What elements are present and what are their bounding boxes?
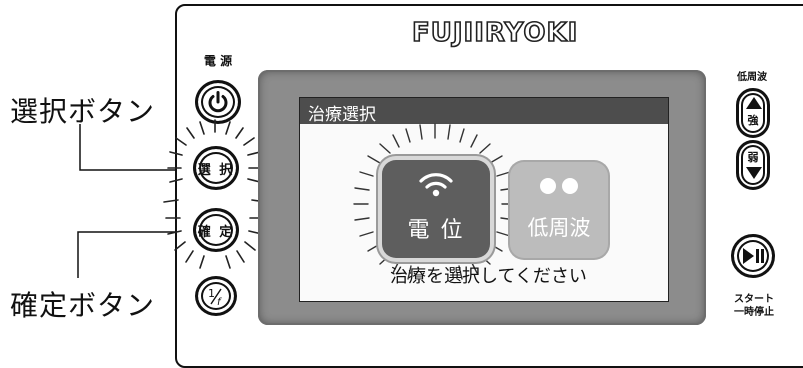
wifi-icon (419, 173, 453, 197)
tile-low-frequency-label: 低周波 (527, 216, 591, 240)
power-label: 電 源 (203, 54, 233, 68)
power-icon (208, 91, 228, 113)
callout-lines (77, 124, 194, 278)
strong-button[interactable]: 強 (736, 88, 770, 138)
select-button-callout: 選択ボタン (10, 95, 156, 128)
screen-message: 治療を選択してください (390, 266, 587, 287)
select-button-label: 選 択 (197, 162, 235, 178)
strong-label: 強 (747, 114, 759, 127)
svg-text:1: 1 (208, 287, 215, 300)
play-pause-icon (743, 248, 764, 264)
power-button[interactable] (195, 80, 241, 124)
up-arrow-icon (746, 97, 762, 109)
screen-header: 治療選択 (300, 98, 668, 125)
down-arrow-icon (746, 167, 762, 179)
screen-title: 治療選択 (308, 105, 376, 125)
tile-potential-label: 電 位 (407, 218, 465, 243)
start-stop-button[interactable] (731, 234, 775, 278)
tile-potential[interactable]: 電 位 (382, 160, 490, 258)
tile-low-frequency[interactable]: 低周波 (510, 162, 608, 258)
low-frequency-label: 低周波 (737, 72, 767, 83)
start-label-line1: スタート (734, 294, 774, 305)
start-label-line2: 一時停止 (734, 307, 774, 318)
weak-button[interactable]: 弱 (736, 140, 770, 190)
weak-label: 弱 (747, 151, 759, 164)
fluctuation-button[interactable]: 1 f (195, 276, 237, 316)
confirm-button-callout: 確定ボタン (10, 289, 156, 322)
brand-logo: FUJIIRYOKI (411, 17, 579, 49)
confirm-button[interactable]: 確 定 (193, 208, 239, 252)
svg-text:f: f (217, 297, 222, 307)
dots-icon (540, 178, 578, 194)
fluctuation-icon: 1 f (208, 287, 222, 307)
select-button[interactable]: 選 択 (193, 146, 239, 190)
lcd-screen: 治療選択 (299, 97, 669, 302)
confirm-button-label: 確 定 (197, 224, 235, 240)
